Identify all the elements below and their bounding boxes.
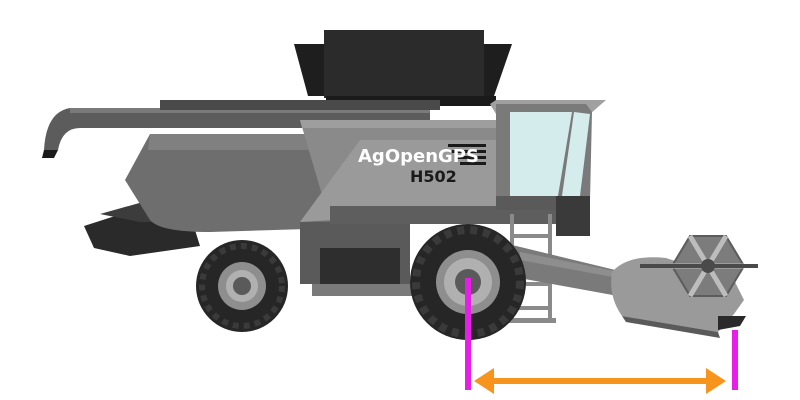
- brand-logo: AgOpenGPS H502: [358, 144, 486, 186]
- tool-edge-marker: [732, 330, 738, 390]
- unloading-auger: [42, 100, 440, 158]
- rear-wheel: [196, 240, 288, 332]
- cab-front-window: [562, 112, 590, 196]
- reel: [640, 234, 758, 298]
- header: [508, 234, 758, 338]
- pivot-axle-marker: [465, 278, 471, 390]
- dimension-markers: [465, 278, 738, 390]
- main-body: [125, 120, 560, 296]
- grain-tank: [294, 30, 512, 106]
- operator-cab: [490, 100, 606, 236]
- double-headed-arrow-icon: [474, 368, 726, 394]
- brand-name-text: AgOpenGPS: [358, 146, 479, 167]
- cab-window: [510, 112, 572, 196]
- brand-model-text: H502: [410, 167, 457, 186]
